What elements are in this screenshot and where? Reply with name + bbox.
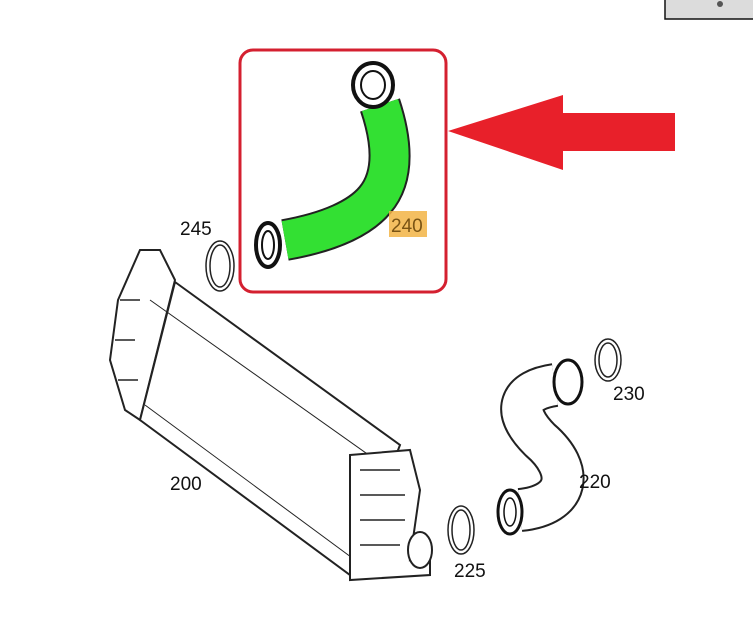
hose-clamp-top bbox=[351, 61, 395, 109]
pointer-arrow bbox=[448, 95, 675, 170]
label-245: 245 bbox=[180, 219, 212, 240]
label-240-highlight bbox=[389, 211, 427, 237]
gasket-225[interactable] bbox=[447, 505, 475, 555]
highlight-box bbox=[238, 48, 448, 294]
label-220: 220 bbox=[579, 472, 611, 493]
label-225: 225 bbox=[454, 561, 486, 582]
gasket-230[interactable] bbox=[594, 338, 622, 382]
hose-220[interactable] bbox=[496, 358, 585, 536]
gasket-245[interactable] bbox=[205, 240, 235, 292]
hose-240[interactable] bbox=[254, 61, 411, 269]
label-230: 230 bbox=[613, 384, 645, 405]
intercooler-200[interactable] bbox=[108, 249, 433, 582]
hose-clamp-bottom bbox=[254, 221, 282, 269]
label-200: 200 bbox=[170, 474, 202, 495]
thumbnail-preview[interactable] bbox=[664, 0, 753, 20]
label-240: 240 bbox=[391, 216, 423, 237]
